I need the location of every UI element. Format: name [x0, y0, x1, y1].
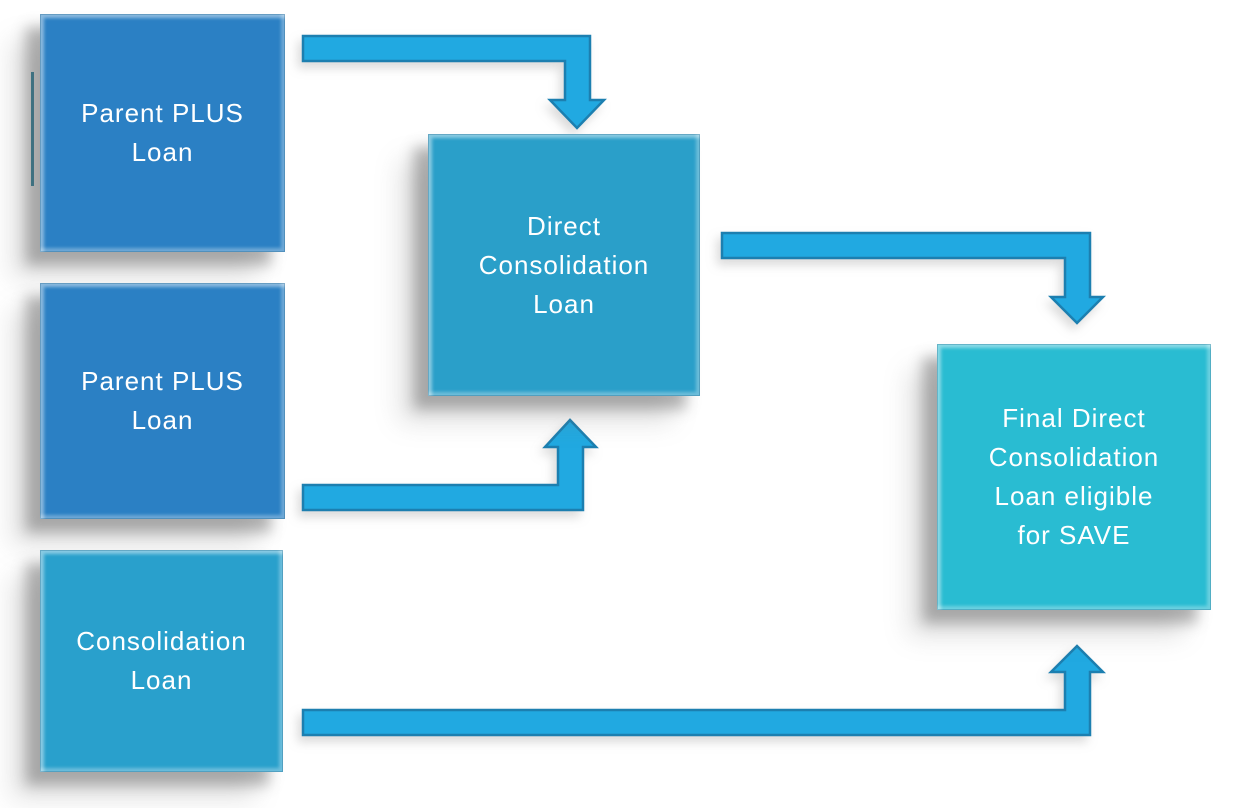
box-label-line: Consolidation — [988, 442, 1160, 472]
flow-box-parent-plus-loan-2: Parent PLUS Loan — [40, 283, 285, 519]
box-label: Final Direct Consolidation Loan eligible… — [989, 399, 1160, 555]
flow-box-direct-consolidation-loan: Direct Consolidation Loan — [428, 134, 700, 396]
arrow-parent-plus-1-to-direct-consolidation — [301, 34, 607, 130]
accent-line — [31, 72, 34, 186]
box-label-line: Final Direct — [1002, 403, 1146, 433]
box-label-line: Loan — [533, 288, 595, 319]
box-label-line: Consolidation — [478, 249, 650, 280]
box-label-line: Parent PLUS — [81, 98, 244, 128]
box-label-line: for SAVE — [1017, 520, 1131, 550]
box-label: Parent PLUS Loan — [81, 94, 244, 172]
box-label: Direct Consolidation Loan — [479, 207, 650, 324]
box-label: Consolidation Loan — [76, 622, 247, 700]
arrow-consolidation-to-final — [301, 644, 1107, 737]
arrow-direct-consolidation-to-final — [720, 231, 1107, 325]
box-label: Parent PLUS Loan — [81, 362, 244, 440]
box-label-line: Loan eligible — [994, 481, 1154, 511]
box-label-line: Consolidation — [76, 626, 247, 656]
box-label-line: Parent PLUS — [81, 366, 244, 396]
arrow-parent-plus-2-to-direct-consolidation — [301, 418, 599, 512]
flow-box-final-direct-consolidation-loan: Final Direct Consolidation Loan eligible… — [937, 344, 1211, 610]
box-label-line: Direct — [527, 210, 601, 241]
box-label-line: Loan — [131, 405, 194, 435]
flow-box-parent-plus-loan-1: Parent PLUS Loan — [40, 14, 285, 252]
box-label-line: Loan — [131, 137, 194, 167]
box-label-line: Loan — [130, 665, 193, 695]
flow-box-consolidation-loan: Consolidation Loan — [40, 550, 283, 772]
